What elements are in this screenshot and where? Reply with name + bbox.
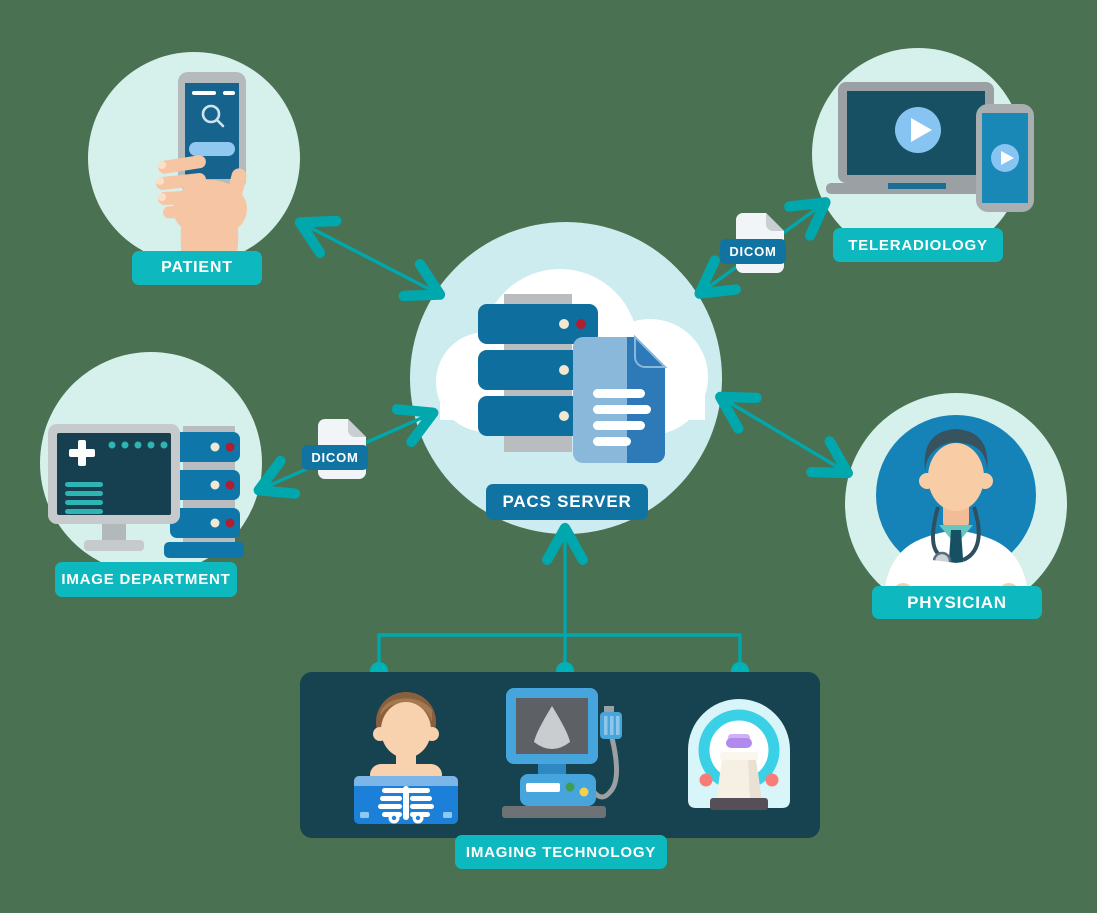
image-department-label: IMAGE DEPARTMENT: [55, 562, 237, 597]
teleradiology-label: TELERADIOLOGY: [833, 228, 1003, 262]
dicom-left-text: DICOM: [311, 450, 359, 465]
dicom-file-right: DICOM: [720, 213, 794, 283]
imaging-technology-label: IMAGING TECHNOLOGY: [455, 835, 667, 869]
pacs-server-label: PACS SERVER: [486, 484, 648, 520]
dicom-right-badge: DICOM: [720, 239, 786, 264]
image-department-label-text: IMAGE DEPARTMENT: [61, 571, 231, 588]
workstation-server-icon: [48, 424, 244, 558]
teleradiology-label-text: TELERADIOLOGY: [848, 236, 988, 254]
ultrasound-machine-icon: [502, 688, 622, 818]
medical-plus-icon: [69, 440, 95, 466]
dicom-left-badge: DICOM: [302, 445, 368, 470]
cloud-server-document-icon: [436, 269, 708, 463]
physician-label: PHYSICIAN: [872, 586, 1042, 619]
laptop-phone-video-icon: [826, 82, 1034, 212]
smartphone-in-hand-icon: [156, 72, 247, 262]
mri-scanner-icon: [688, 699, 790, 810]
doctor-avatar-icon: [876, 415, 1036, 615]
xray-patient-icon: [354, 692, 458, 824]
arrow-pacs-physician: [715, 391, 853, 479]
arrow-patient-pacs: [294, 215, 446, 302]
dicom-file-left: DICOM: [302, 419, 376, 489]
pacs-server-label-text: PACS SERVER: [502, 492, 632, 511]
dicom-right-text: DICOM: [729, 244, 777, 259]
server-stack: [478, 294, 598, 452]
imaging-technology-label-text: IMAGING TECHNOLOGY: [465, 843, 657, 861]
patient-label-text: PATIENT: [161, 259, 233, 276]
patient-label: PATIENT: [132, 251, 262, 285]
document-shape: [573, 334, 668, 463]
physician-label-text: PHYSICIAN: [907, 592, 1007, 612]
